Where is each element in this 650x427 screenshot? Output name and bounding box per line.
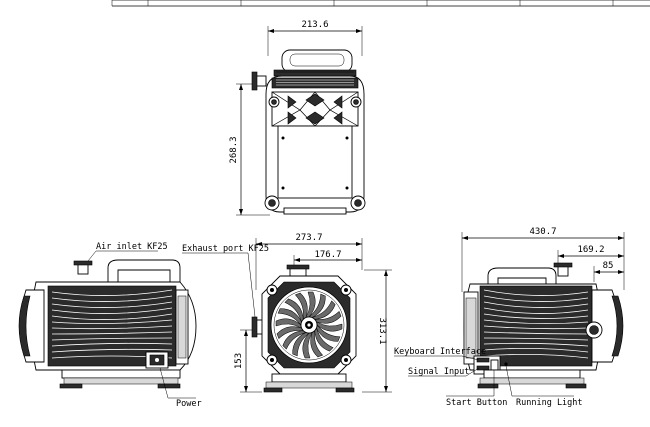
start-button-label: Start Button [446, 398, 507, 408]
fan-blade [310, 330, 323, 358]
right-view-fins [479, 285, 593, 367]
top-view-width-dimension: 213.6 [267, 20, 363, 56]
exhaust-port-label: Exhaust port KF25 [182, 244, 269, 254]
fan-blade [284, 298, 304, 322]
fan-blade [312, 300, 336, 320]
fan-blade [277, 308, 302, 326]
front-view-fan [270, 286, 348, 364]
rear-mid-value: 169.2 [577, 245, 604, 255]
top-view-fins [271, 69, 359, 89]
top-view-height-value: 268.3 [229, 136, 239, 163]
fan-blade [302, 332, 313, 359]
front-view-lower-dimension: 153 [234, 329, 262, 393]
fan-blade [305, 291, 316, 318]
air-inlet-label: Air inlet KF25 [96, 242, 168, 252]
front-height-value: 313.1 [377, 317, 387, 344]
fan-blade [292, 332, 310, 357]
left-view: Air inlet KF25 Power [18, 242, 202, 409]
front-view-height-dimension: 313.1 [362, 269, 392, 393]
fan-blade [316, 324, 341, 342]
right-view-short-dimension: 85 [593, 261, 624, 282]
rear-short-value: 85 [603, 261, 614, 271]
fan-blade [295, 292, 308, 320]
power-label: Power [176, 399, 202, 409]
top-view-height-dimension: 268.3 [229, 83, 270, 216]
top-view-width-value: 213.6 [301, 20, 328, 30]
fan-blade [314, 311, 342, 324]
fan-blade [314, 328, 334, 352]
right-view: 430.7 169.2 85 [394, 227, 625, 408]
signal-input-label: Signal Input [408, 367, 469, 377]
front-inner-value: 176.7 [314, 250, 341, 260]
running-light-label: Running Light [516, 398, 583, 408]
top-view: 213.6 268.3 [229, 20, 366, 216]
table-border-remnant [111, 0, 650, 7]
front-view: Exhaust port KF25 273.7 176.7 313.1 [182, 233, 392, 393]
front-view-width-dimension: 273.7 [255, 233, 363, 290]
front-lower-value: 153 [234, 353, 244, 369]
front-width-value: 273.7 [295, 233, 322, 243]
right-view-length-dimension: 430.7 [461, 227, 625, 292]
fan-blade [276, 326, 304, 339]
fan-blade [282, 330, 306, 350]
fan-blade [316, 321, 343, 332]
top-view-guard [268, 91, 362, 127]
rear-length-value: 430.7 [529, 227, 556, 237]
keyboard-interface-label: Keyboard Interface [394, 347, 486, 357]
fan-blade [275, 318, 302, 329]
fan-blade [308, 293, 326, 318]
